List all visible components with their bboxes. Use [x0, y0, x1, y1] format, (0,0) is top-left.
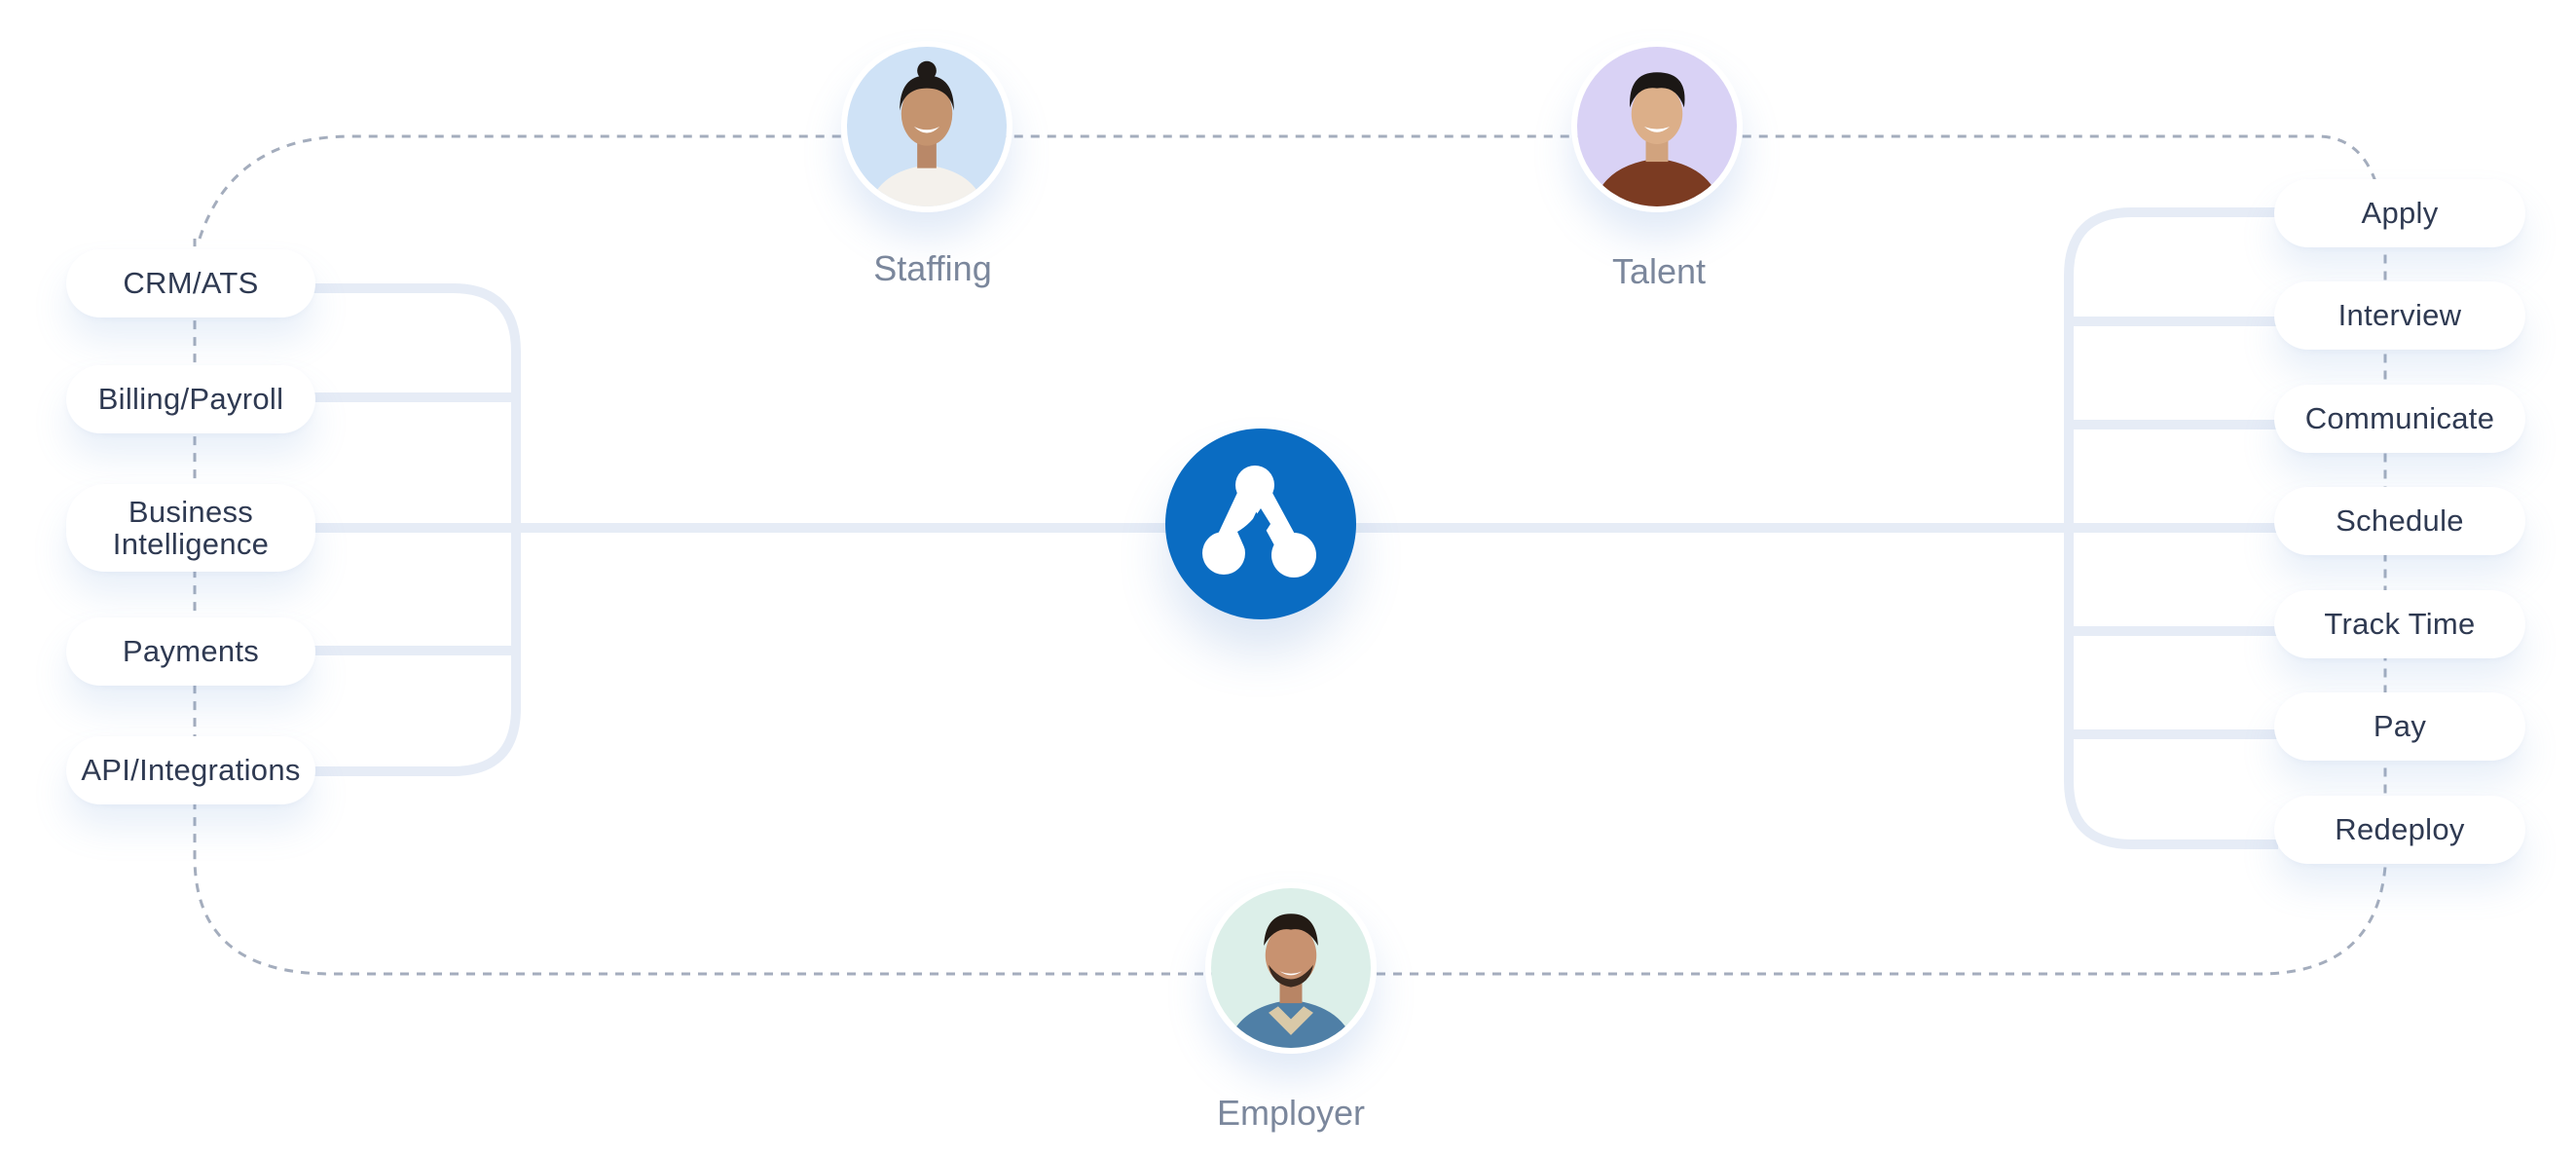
left-pill-api-integrations: API/Integrations	[66, 736, 315, 804]
pill-label: Interview	[2337, 298, 2462, 332]
pill-label: CRM/ATS	[123, 266, 259, 300]
left-pill-payments: Payments	[66, 617, 315, 686]
employer-label: Employer	[1216, 1093, 1366, 1133]
staffing-avatar	[841, 41, 1012, 212]
employer-avatar	[1205, 882, 1377, 1054]
pill-label: Pay	[2373, 709, 2427, 743]
pill-label: Communicate	[2304, 401, 2495, 435]
right-pill-redeploy: Redeploy	[2274, 796, 2525, 864]
right-pill-track-time: Track Time	[2274, 590, 2525, 658]
platform-hub	[1165, 429, 1356, 619]
right-pill-pay: Pay	[2274, 692, 2525, 761]
pill-label: Track Time	[2324, 607, 2476, 641]
right-pill-apply: Apply	[2274, 179, 2525, 247]
pill-label: Business Intelligence	[112, 495, 270, 561]
talent-label: Talent	[1611, 251, 1707, 291]
talent-avatar	[1571, 41, 1743, 212]
staffing-label: Staffing	[873, 248, 992, 288]
pill-label: Redeploy	[2335, 812, 2465, 846]
pill-label: Billing/Payroll	[97, 382, 284, 416]
dashed-loop-path	[193, 134, 2387, 976]
left-pill-billing-payroll: Billing/Payroll	[66, 365, 315, 433]
right-pill-interview: Interview	[2274, 281, 2525, 350]
pill-label: Payments	[122, 634, 260, 668]
left-pill-business-intelligence: Business Intelligence	[66, 484, 315, 572]
man-portrait-icon	[1577, 47, 1737, 206]
right-bracket-connector	[2064, 207, 2278, 849]
left-pill-crm-ats: CRM/ATS	[66, 249, 315, 317]
pill-label: Schedule	[2336, 503, 2464, 538]
woman-portrait-icon	[847, 47, 1007, 206]
right-pill-communicate: Communicate	[2274, 385, 2525, 453]
platform-logo-icon	[1202, 466, 1316, 578]
pill-label: Apply	[2361, 196, 2439, 230]
right-pill-schedule: Schedule	[2274, 487, 2525, 555]
man-portrait-icon	[1211, 888, 1371, 1048]
pill-label: API/Integrations	[81, 753, 301, 787]
